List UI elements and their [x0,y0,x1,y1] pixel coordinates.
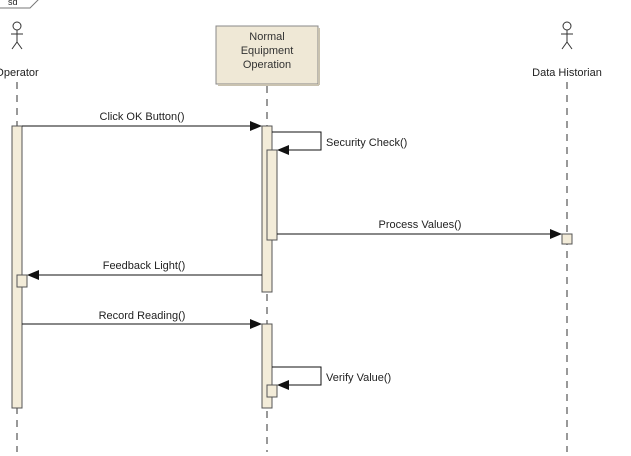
data-historian-activation [561,233,573,245]
message-label: Verify Value() [326,372,391,384]
message-label: Click OK Button() [100,111,185,123]
frame-tab: sd [0,0,39,9]
operator-feedback-activation [16,274,28,288]
operator-actor: Operator [0,21,39,79]
object-title-line-1: Normal [249,31,284,43]
normal-equipment-operation-box: Normal Equipment Operation [215,25,320,86]
message-security-check: Security Check() [272,131,407,155]
object-title-line-3: Operation [243,59,291,71]
message-label: Record Reading() [99,310,186,322]
operator-label: Operator [0,67,39,79]
frame-tab-label: sd [8,0,18,7]
message-label: Security Check() [326,137,407,149]
message-verify-value: Verify Value() [272,366,391,390]
data-historian-actor: Data Historian [532,21,602,79]
message-click-ok: Click OK Button() [22,111,262,131]
verify-value-activation [266,384,278,398]
message-label: Process Values() [379,219,462,231]
stick-figure-icon [561,21,573,50]
message-process-values: Process Values() [277,219,562,239]
stick-figure-icon [11,21,23,50]
object-activation-bar-2 [261,323,273,409]
operator-activation-bar [11,125,23,409]
message-record-reading: Record Reading() [22,310,262,329]
data-historian-label: Data Historian [532,67,602,79]
message-label: Feedback Light() [103,260,186,272]
object-title-line-2: Equipment [241,45,294,57]
security-check-activation [266,149,278,241]
message-feedback-light: Feedback Light() [27,260,262,280]
